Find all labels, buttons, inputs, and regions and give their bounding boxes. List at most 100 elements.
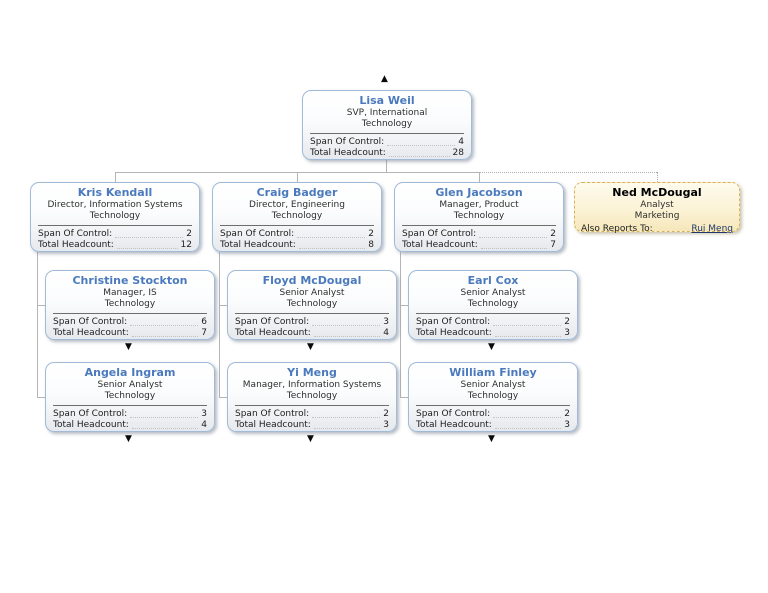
org-node-lisa-weil[interactable]: Lisa Weil SVP, International Technology … <box>302 90 472 160</box>
dotted-leader <box>312 325 381 326</box>
expand-down-icon[interactable]: ▼ <box>125 434 132 444</box>
employee-name-link[interactable]: Angela Ingram <box>84 366 176 379</box>
span-of-control-row: Span Of Control: 2 <box>409 317 577 328</box>
dotted-leader <box>493 325 562 326</box>
span-of-control-label: Span Of Control: <box>38 229 113 239</box>
dotted-leader <box>480 248 548 249</box>
employee-dept: Technology <box>467 299 519 309</box>
dotted-leader <box>298 248 366 249</box>
span-of-control-value: 3 <box>201 409 207 419</box>
dotted-leader <box>388 156 450 157</box>
divider <box>53 313 207 314</box>
total-headcount-row: Total Headcount: 4 <box>46 420 214 431</box>
employee-name[interactable]: Ned McDougal <box>612 186 702 199</box>
connector-drop-kris <box>115 172 116 182</box>
collapse-up-icon[interactable]: ▲ <box>381 74 388 84</box>
employee-name-link[interactable]: William Finley <box>449 366 537 379</box>
span-of-control-row: Span Of Control: 2 <box>228 409 396 420</box>
total-headcount-row: Total Headcount: 3 <box>409 420 577 431</box>
org-node-glen-jacobson[interactable]: Glen Jacobson Manager, Product Technolog… <box>394 182 564 252</box>
org-node-ned-mcdougal[interactable]: Ned McDougal Analyst Marketing Also Repo… <box>574 182 740 234</box>
org-node-yi-meng[interactable]: Yi Meng Manager, Information Systems Tec… <box>227 362 397 432</box>
total-headcount-row: Total Headcount: 7 <box>46 328 214 339</box>
span-of-control-value: 2 <box>368 229 374 239</box>
span-of-control-row: Span Of Control: 3 <box>46 409 214 420</box>
org-node-earl-cox[interactable]: Earl Cox Senior Analyst Technology Span … <box>408 270 578 340</box>
dotted-leader <box>116 248 178 249</box>
connector-drop-glen <box>479 172 480 182</box>
divider <box>402 225 556 226</box>
org-node-angela-ingram[interactable]: Angela Ingram Senior Analyst Technology … <box>45 362 215 432</box>
span-of-control-row: Span Of Control: 4 <box>303 137 471 148</box>
span-of-control-label: Span Of Control: <box>416 409 491 419</box>
total-headcount-label: Total Headcount: <box>53 328 129 338</box>
span-of-control-value: 2 <box>564 409 570 419</box>
employee-name-link[interactable]: Floyd McDougal <box>262 274 362 287</box>
span-of-control-value: 6 <box>201 317 207 327</box>
connector-stub-floyd <box>219 305 227 306</box>
dotted-leader <box>313 428 381 429</box>
span-of-control-row: Span Of Control: 2 <box>213 229 381 240</box>
dotted-leader <box>131 336 199 337</box>
expand-down-icon[interactable]: ▼ <box>125 342 132 352</box>
also-reports-to-link[interactable]: Rui Meng <box>691 224 733 234</box>
divider <box>310 133 464 134</box>
org-node-kris-kendall[interactable]: Kris Kendall Director, Information Syste… <box>30 182 200 252</box>
divider <box>235 313 389 314</box>
expand-down-icon[interactable]: ▼ <box>307 342 314 352</box>
employee-dept: Technology <box>286 391 338 401</box>
org-node-floyd-mcdougal[interactable]: Floyd McDougal Senior Analyst Technology… <box>227 270 397 340</box>
org-node-craig-badger[interactable]: Craig Badger Director, Engineering Techn… <box>212 182 382 252</box>
total-headcount-value: 28 <box>452 148 464 158</box>
connector-craig-subtree <box>219 252 220 398</box>
span-of-control-row: Span Of Control: 3 <box>228 317 396 328</box>
expand-down-icon[interactable]: ▼ <box>488 342 495 352</box>
total-headcount-row: Total Headcount: 3 <box>228 420 396 431</box>
dotted-leader <box>494 428 562 429</box>
employee-title: Manager, IS <box>103 288 157 298</box>
total-headcount-value: 3 <box>383 420 389 430</box>
employee-title: Senior Analyst <box>460 380 526 390</box>
employee-name-link[interactable]: Christine Stockton <box>72 274 188 287</box>
divider <box>38 225 192 226</box>
total-headcount-row: Total Headcount: 3 <box>409 328 577 339</box>
employee-name-link[interactable]: Yi Meng <box>287 366 337 379</box>
total-headcount-label: Total Headcount: <box>53 420 129 430</box>
span-of-control-label: Span Of Control: <box>53 409 128 419</box>
divider <box>53 405 207 406</box>
employee-name-link[interactable]: Craig Badger <box>256 186 338 199</box>
employee-title: Senior Analyst <box>279 288 345 298</box>
expand-down-icon[interactable]: ▼ <box>307 434 314 444</box>
divider <box>416 405 570 406</box>
divider <box>235 405 389 406</box>
employee-name-link[interactable]: Kris Kendall <box>77 186 153 199</box>
divider <box>416 313 570 314</box>
total-headcount-value: 7 <box>550 240 556 250</box>
employee-name-link[interactable]: Earl Cox <box>467 274 519 287</box>
employee-title: SVP, International <box>346 108 428 118</box>
employee-name-link[interactable]: Lisa Weil <box>359 94 415 107</box>
employee-title: Analyst <box>640 200 674 210</box>
span-of-control-value: 2 <box>550 229 556 239</box>
total-headcount-label: Total Headcount: <box>416 328 492 338</box>
org-node-william-finley[interactable]: William Finley Senior Analyst Technology… <box>408 362 578 432</box>
total-headcount-value: 3 <box>564 328 570 338</box>
org-node-christine-stockton[interactable]: Christine Stockton Manager, IS Technolog… <box>45 270 215 340</box>
employee-title: Senior Analyst <box>460 288 526 298</box>
dotted-leader <box>297 237 366 238</box>
expand-down-icon[interactable]: ▼ <box>488 434 495 444</box>
total-headcount-value: 8 <box>368 240 374 250</box>
employee-dept: Technology <box>104 299 156 309</box>
dotted-leader <box>387 145 456 146</box>
employee-dept: Technology <box>361 119 413 129</box>
dotted-leader <box>494 336 562 337</box>
span-of-control-label: Span Of Control: <box>310 137 385 147</box>
employee-name-link[interactable]: Glen Jacobson <box>435 186 523 199</box>
dotted-leader <box>312 417 381 418</box>
employee-dept: Technology <box>271 211 323 221</box>
total-headcount-label: Total Headcount: <box>416 420 492 430</box>
span-of-control-label: Span Of Control: <box>53 317 128 327</box>
total-headcount-label: Total Headcount: <box>38 240 114 250</box>
span-of-control-row: Span Of Control: 2 <box>395 229 563 240</box>
total-headcount-row: Total Headcount: 4 <box>228 328 396 339</box>
